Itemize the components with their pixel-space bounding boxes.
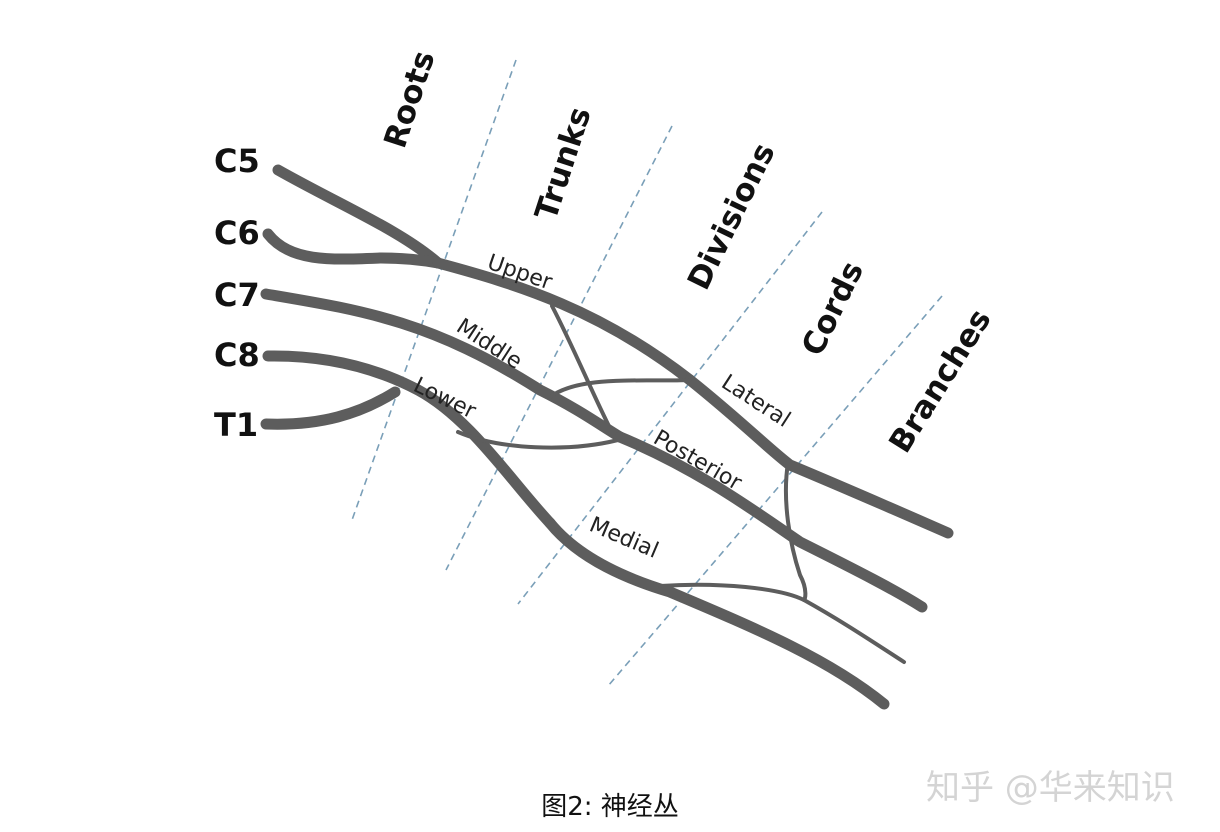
- root-label-t1: T1: [214, 406, 258, 444]
- root-label-c5: C5: [214, 142, 260, 180]
- division-middle-lateral: [548, 378, 692, 399]
- nerve-paths: [260, 164, 954, 710]
- root-label-c8: C8: [214, 336, 260, 374]
- cord-label-lateral: Lateral: [717, 370, 795, 433]
- figure-caption: 图2: 神经丛: [541, 792, 679, 822]
- nerve-c5: [272, 164, 444, 269]
- zone-label-roots: Roots: [377, 46, 442, 152]
- nerve-lateral-cord: [684, 374, 954, 539]
- zone-dividers: [351, 59, 943, 687]
- trunk-label-lower: Lower: [409, 373, 480, 425]
- nerve-posterior-cord: [614, 431, 928, 613]
- zone-label-cords: Cords: [795, 256, 871, 362]
- divider-roots-trunks: [351, 59, 517, 521]
- nerve-medial-cord: [544, 517, 890, 710]
- nerve-c6: [262, 228, 444, 269]
- lateral-to-median-root: [783, 461, 808, 602]
- nerve-c8-lower: [262, 350, 556, 529]
- watermark: 知乎 @华来知识: [926, 768, 1175, 808]
- root-label-c7: C7: [214, 276, 260, 314]
- nerve-c7-middle: [260, 288, 626, 443]
- division-upper-posterior: [550, 304, 617, 440]
- nerve-t1: [260, 386, 401, 430]
- divider-cords-branches: [607, 295, 943, 687]
- zone-label-divisions: Divisions: [681, 138, 783, 296]
- zone-label-branches: Branches: [882, 303, 998, 459]
- nerve-upper-trunk: [432, 257, 696, 386]
- division-lower-posterior: [456, 430, 620, 450]
- median-nerve: [658, 582, 906, 664]
- root-label-c6: C6: [214, 214, 260, 252]
- zone-label-trunks: Trunks: [528, 103, 598, 225]
